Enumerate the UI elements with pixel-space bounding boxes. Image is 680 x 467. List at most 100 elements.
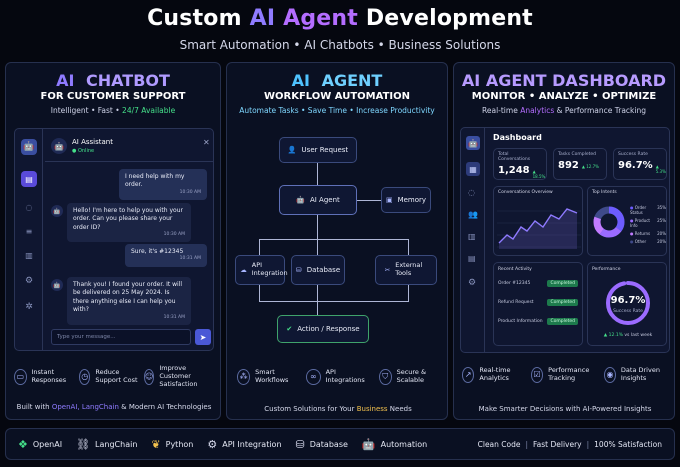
feature-item: ⛉ Secure & Scalable	[379, 368, 441, 385]
dashboard-sidebar: 🤖 ▦ ◌ 👥 ▥ ▤ ⚙	[461, 128, 485, 352]
dashboard-panel: AI AGENT DASHBOARD MONITOR • ANALYZE • O…	[453, 62, 675, 420]
ai-agent-node: 🤖AI Agent	[279, 185, 357, 215]
analytics-icon[interactable]: ▥	[25, 250, 33, 260]
action-response-node: ✔ Action / Response	[277, 315, 369, 343]
insight-icon: ◉	[604, 367, 616, 383]
node-label: Memory	[397, 196, 427, 204]
speech-bubble-icon: ▭	[14, 368, 27, 385]
send-icon[interactable]: ➤	[195, 329, 211, 345]
api-icon: ⚙	[207, 437, 218, 451]
intents-donut	[593, 206, 625, 238]
database-icon[interactable]: ≡	[25, 226, 33, 236]
assistant-avatar: 🤖	[51, 138, 67, 154]
message-text: Sure, it's #12345	[131, 248, 184, 255]
chatbot-tagline: FOR CUSTOMER SUPPORT	[40, 91, 186, 102]
robot-icon[interactable]: 🤖	[21, 139, 37, 155]
users-icon[interactable]: 👥	[468, 210, 478, 219]
tech-item: ❦Python	[151, 437, 194, 451]
chat-message-bot: Thank you! I found your order. It will b…	[67, 277, 191, 325]
doc-icon[interactable]: ▤	[468, 254, 476, 263]
check-circle-icon: ✔	[286, 325, 293, 333]
feature-item: ☺ Improve Customer Satisfaction	[144, 364, 214, 388]
feature-item: ◷ Reduce Support Cost	[79, 365, 141, 388]
gear-icon[interactable]: ⚙	[468, 278, 477, 288]
stat-card: Tasks Completed 892 ▲ 12.7%	[553, 148, 607, 180]
stat-label: Success Rate	[618, 152, 648, 157]
chat-message-user: Sure, it's #12345 10:31 AM	[125, 244, 207, 267]
agent-title: AI AGENT	[227, 71, 447, 90]
card-title: Performance	[592, 267, 621, 272]
chatbot-title-ai: AI	[56, 71, 75, 90]
title-part: Development	[357, 6, 533, 31]
chatbot-footer: Built with OpenAI, LangChain & Modern AI…	[6, 403, 222, 411]
feature-label: Smart Workflows	[255, 368, 289, 384]
features-text: Real-time	[481, 106, 521, 115]
robot-icon: 🤖	[361, 437, 376, 451]
user-icon: 👤	[287, 146, 297, 154]
dashboard-heading: Dashboard	[493, 133, 542, 142]
card-title: Recent Activity	[498, 267, 532, 272]
chat-icon[interactable]: ◌	[468, 188, 475, 197]
network-icon: ⁂	[237, 369, 251, 385]
chat-window: 🤖 ▤ ◌ ≡ ▥ ⚙ ✲ 🤖 AI Assistant ● Online ✕ …	[14, 128, 214, 351]
agent-features-line: Automate Tasks • Save Time • Increase Pr…	[239, 106, 435, 115]
chat-message-bot: Hello! I'm here to help you with your or…	[67, 203, 191, 243]
grid-icon[interactable]: ▦	[466, 162, 480, 176]
clipboard-icon: ☑	[531, 367, 544, 383]
performance-gauge	[606, 281, 650, 325]
dashboard-window: 🤖 ▦ ◌ 👥 ▥ ▤ ⚙ Dashboard Total Conversati…	[460, 127, 670, 353]
message-time: 10:31 AM	[163, 314, 185, 320]
stat-label: Tasks Completed	[558, 152, 597, 157]
feature-label: Secure & Scalable	[396, 368, 427, 384]
chart-icon: ↗	[462, 367, 475, 383]
footer-text: Built with	[16, 403, 52, 411]
robot-icon: 🤖	[296, 196, 305, 204]
chatbot-title-rest: CHATBOT	[86, 71, 170, 90]
settings-icon[interactable]: ✲	[25, 302, 33, 312]
tech-item: ❖OpenAI	[18, 437, 63, 451]
message-time: 10:30 AM	[179, 189, 201, 195]
chat-icon[interactable]: ▤	[21, 171, 37, 187]
agent-title-rest: AGENT	[321, 71, 383, 90]
message-icon[interactable]: ◌	[25, 202, 33, 212]
chatbot-availability: 24/7 Available	[122, 106, 176, 115]
chat-input[interactable]: Type your message...	[51, 329, 191, 345]
feature-label: Performance Tracking	[548, 366, 590, 382]
tech-item: 🤖Automation	[361, 437, 428, 451]
robot-icon[interactable]: 🤖	[466, 136, 480, 150]
card-title: Conversations Overview	[498, 190, 553, 195]
assistant-status: ● Online	[72, 148, 95, 154]
chatbot-title: AI CHATBOT	[6, 71, 220, 90]
feature-label: Reduce Support Cost	[95, 367, 138, 384]
stat-card: Total Conversations 1,248 ▲ 18.5%	[493, 148, 547, 180]
chart-icon[interactable]: ▥	[468, 232, 476, 241]
close-icon[interactable]: ✕	[203, 138, 210, 147]
openai-icon: ❖	[18, 437, 28, 451]
page-title: Custom AI Agent Development	[0, 6, 680, 31]
database-icon: ⛁	[295, 437, 305, 451]
gear-icon[interactable]: ⚙	[24, 276, 34, 286]
message-text: I need help with my order.	[125, 173, 185, 189]
clock-icon: ◷	[79, 368, 91, 385]
node-label: Action / Response	[297, 325, 360, 333]
feature-item: ▭ Instant Responses	[14, 365, 76, 388]
chatbot-features: ▭ Instant Responses ◷ Reduce Support Cos…	[14, 364, 214, 388]
performance-label: Success Rate	[613, 309, 643, 314]
feature-item: ⁂ Smart Workflows	[237, 368, 299, 385]
langchain-icon: ⛓	[76, 437, 91, 451]
performance-card: Performance 96.7% Success Rate ▲ 12.1% v…	[587, 262, 667, 346]
feature-label: Improve Customer Satisfaction	[159, 364, 198, 388]
stat-value: 892	[558, 160, 579, 171]
tech-item: ⛁Database	[295, 437, 348, 451]
feature-item: ◉ Data Driven Insights	[604, 366, 668, 383]
chatbot-panel: AI CHATBOT FOR CUSTOMER SUPPORT Intellig…	[5, 62, 221, 420]
bot-avatar: 🤖	[51, 205, 63, 217]
footer-highlight: Business	[356, 405, 388, 413]
chatbot-features-text: Intelligent • Fast •	[50, 106, 123, 115]
